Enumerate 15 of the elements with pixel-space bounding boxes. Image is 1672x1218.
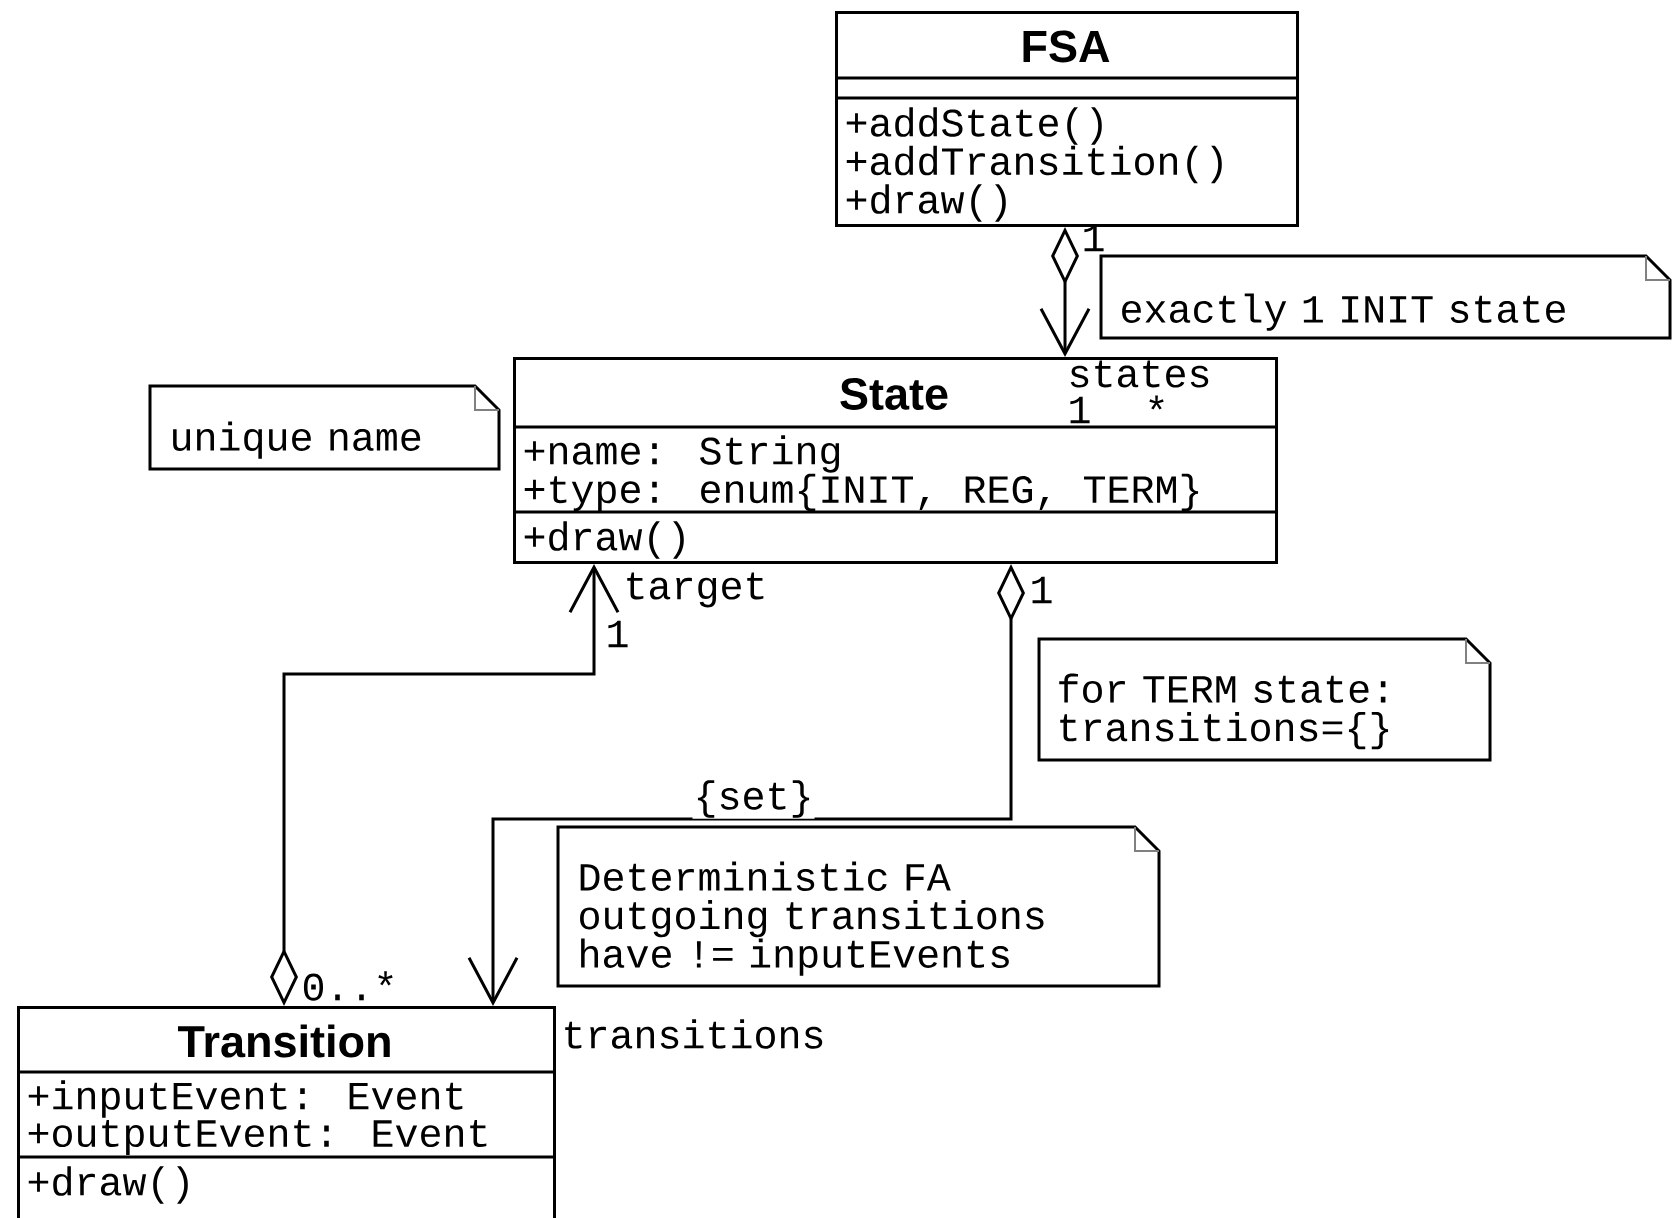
role-label: states bbox=[1070, 360, 1209, 388]
class-box: FSA +addState() +addTransition() +draw() bbox=[835, 11, 1299, 227]
edge-label: {set} bbox=[692, 779, 815, 819]
multiplicity-label: 1 bbox=[1070, 396, 1090, 424]
note-box: unique name bbox=[148, 384, 501, 471]
role-label: transitions bbox=[565, 1019, 823, 1049]
multiplicity-label: 1 bbox=[608, 620, 628, 648]
multiplicity-label: 0..* bbox=[303, 971, 393, 1001]
class-box: Transition +inputEvent: Event +outputEvent: Event +draw() bbox=[17, 1006, 556, 1218]
note-box: Deterministic FA outgoing transitions have != inputEvents bbox=[556, 825, 1161, 988]
multiplicity-label: 1 bbox=[1032, 576, 1052, 604]
role-label: target bbox=[627, 572, 764, 608]
multiplicity-label: * bbox=[1149, 395, 1164, 410]
note-box: for TERM state: transitions={} bbox=[1037, 637, 1492, 762]
note-box: exactly 1 INIT state bbox=[1099, 254, 1672, 340]
